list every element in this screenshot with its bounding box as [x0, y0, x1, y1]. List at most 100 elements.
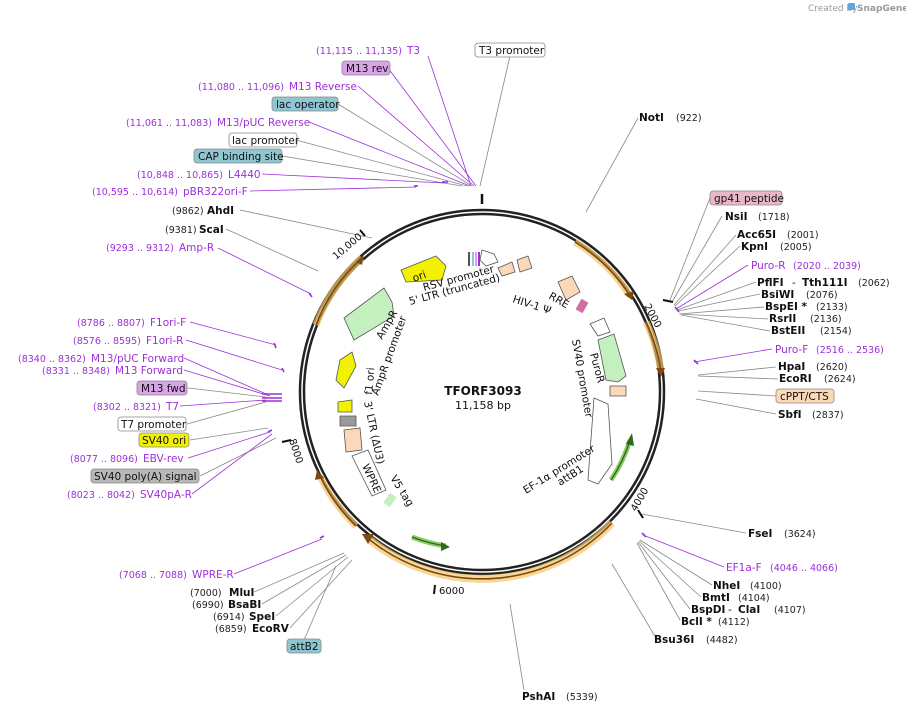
- box-attb2-label: attB2: [290, 641, 319, 653]
- credit-brand: SnapGene: [857, 4, 906, 14]
- primer-f1ori-f: F1ori-F: [150, 317, 186, 329]
- enzyme-bmti: BmtI: [702, 592, 730, 604]
- box-cppt: [775, 388, 835, 404]
- box-t3-promoter: [474, 42, 546, 58]
- enzyme-pflfi: PflFI: [757, 277, 784, 289]
- backbone-inner: [302, 212, 662, 572]
- box-m13-fwd-label: M13 fwd: [141, 383, 186, 395]
- snapgene-logo-icon: [848, 3, 855, 10]
- primer-sv40pa-r-range: (8023 .. 8042): [67, 490, 135, 501]
- enzyme-hpai-pos: (2620): [816, 362, 848, 373]
- enzyme-pshai-pos: (5339): [566, 692, 598, 703]
- primer-pbr322ori: pBR322ori-F: [183, 186, 248, 198]
- backbone-outer: [298, 208, 666, 576]
- enzyme-noti: NotI: [639, 112, 664, 124]
- primer-pbr322ori-range: (10,595 .. 10,614): [92, 187, 178, 198]
- box-lac-operator: [271, 96, 339, 112]
- enzyme-scai-pos: (9381): [165, 225, 197, 236]
- tick-4000: 4000: [629, 486, 651, 514]
- primer-puro-r-range: (2020 .. 2039): [793, 261, 861, 272]
- enzyme-ecorv-pos: (6859): [215, 624, 247, 635]
- primer-ampr: Amp-R: [179, 242, 214, 254]
- enzyme-noti-pos: (922): [676, 113, 702, 124]
- enzyme-acc65i: Acc65I: [737, 229, 776, 241]
- box-gp41: [709, 190, 783, 206]
- leader-lines: [179, 55, 779, 691]
- stripe-markers: [383, 252, 589, 508]
- primer-m13-reverse-range: (11,080 .. 11,096): [198, 82, 284, 93]
- feature-hiv-psi: HIV-1 Ψ: [511, 293, 552, 317]
- enzyme-mlui: MluI: [229, 587, 254, 599]
- box-sv40-polya-label: SV40 poly(A) signal: [94, 471, 197, 483]
- enzyme-bsabi: BsaBI: [228, 599, 261, 611]
- enzyme-pshai: PshAI: [522, 691, 555, 703]
- box-t7-promoter-label: T7 promoter: [120, 419, 187, 431]
- enzyme-ahdi: AhdI: [207, 205, 234, 217]
- tick-8000: 8000: [286, 438, 304, 466]
- enzyme-bsteii: BstEII: [771, 325, 805, 337]
- enzyme-bcli-pos: (4112): [718, 617, 750, 628]
- enzyme-kpni: KpnI: [741, 241, 768, 253]
- box-gp41-label: gp41 peptide: [714, 193, 784, 205]
- enzyme-rsrii-pos: (2136): [810, 314, 842, 325]
- enzyme-bsu36i-pos: (4482): [706, 635, 738, 646]
- enzyme-tth111i: Tth111I: [802, 277, 847, 289]
- feature-ef1a-promoter: EF-1α promoter: [521, 442, 598, 496]
- primer-puro-f-range: (2516 .. 2536): [816, 345, 884, 356]
- enzyme-ahdi-pos: (9862): [172, 206, 204, 217]
- box-m13-rev: [341, 60, 391, 76]
- enzyme-labels: NotI (922) NsiI (1718) Acc65I (2001) Kpn…: [165, 112, 890, 703]
- enzyme-bspdi-pos: (4107): [774, 605, 806, 616]
- enzyme-nsii-pos: (1718): [758, 212, 790, 223]
- enzyme-nhei: NheI: [713, 580, 740, 592]
- primer-m13puc-forward: M13/pUC Forward: [91, 353, 184, 365]
- enzyme-rsrii: RsrII: [769, 313, 796, 325]
- feature-ori: ori: [411, 269, 428, 285]
- enzyme-bsteii-pos: (2154): [820, 326, 852, 337]
- ring-ticks: [281, 229, 674, 595]
- primer-ef1a-f-range: (4046 .. 4066): [770, 563, 838, 574]
- box-cap-binding: [193, 148, 283, 164]
- enzyme-ecorv: EcoRV: [252, 623, 290, 635]
- enzyme-ecori: EcoRI: [779, 373, 812, 385]
- box-t7-promoter: [117, 416, 187, 432]
- plasmid-size: 11,158 bp: [455, 399, 511, 412]
- primer-m13puc-reverse: M13/pUC Reverse: [217, 117, 310, 129]
- primer-t3: T3: [406, 45, 420, 57]
- enzyme-acc65i-pos: (2001): [787, 230, 819, 241]
- enzyme-ecori-pos: (2624): [824, 374, 856, 385]
- primer-ebv-rev-range: (8077 .. 8096): [70, 454, 138, 465]
- primer-ampr-range: (9293 .. 9312): [106, 243, 174, 254]
- enzyme-pflfi-sep: -: [792, 277, 796, 289]
- enzyme-sbfi: SbfI: [778, 409, 802, 421]
- primer-m13-reverse: M13 Reverse: [289, 81, 357, 93]
- primer-t7: T7: [165, 401, 179, 413]
- primer-t7-range: (8302 .. 8321): [93, 402, 161, 413]
- box-t3-promoter-label: T3 promoter: [478, 45, 545, 57]
- enzyme-bsabi-pos: (6990): [192, 600, 224, 611]
- enzyme-bmti-pos: (4104): [738, 593, 770, 604]
- enzyme-spei-pos: (6914): [213, 612, 245, 623]
- primer-m13puc-forward-range: (8340 .. 8362): [18, 354, 86, 365]
- primer-f1ori-r-range: (8576 .. 8595): [73, 336, 141, 347]
- box-lac-operator-label: lac operator: [276, 99, 340, 111]
- enzyme-hpai: HpaI: [778, 361, 805, 373]
- enzyme-nsii: NsiI: [725, 211, 748, 223]
- green-arcs: [411, 433, 634, 551]
- enzyme-bspei-pos: (2133): [816, 302, 848, 313]
- enzyme-spei: SpeI: [249, 611, 275, 623]
- enzyme-bsiwi-pos: (2076): [806, 290, 838, 301]
- enzyme-scai: ScaI: [199, 224, 224, 236]
- enzyme-bsiwi: BsiWI: [761, 289, 794, 301]
- enzyme-kpni-pos: (2005): [780, 242, 812, 253]
- enzyme-bspei: BspEI *: [765, 301, 808, 313]
- primer-m13-forward: M13 Forward: [115, 365, 183, 377]
- box-lac-promoter: [228, 132, 298, 148]
- primer-l4440-range: (10,848 .. 10,865): [137, 170, 223, 181]
- enzyme-bcli: BclI *: [681, 616, 712, 628]
- primer-labels: (11,115 .. 11,135) T3 (11,080 .. 11,096)…: [18, 45, 884, 581]
- plasmid-name: TFORF3093: [444, 384, 521, 398]
- primer-puro-r: Puro-R: [751, 260, 786, 272]
- enzyme-bspdi: BspDI: [691, 604, 725, 616]
